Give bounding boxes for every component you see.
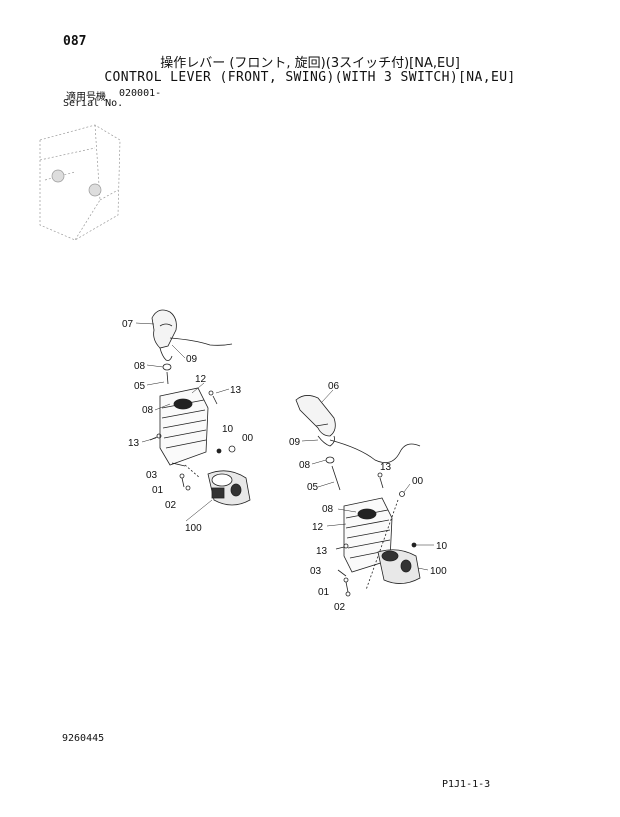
callout-left-12: 12 [195, 374, 207, 385]
callout-leaders [135, 322, 434, 571]
callout-left-05: 05 [134, 381, 146, 392]
callout-left-08a: 08 [134, 361, 146, 372]
callout-right-08b: 08 [322, 504, 334, 515]
callout-left-10: 10 [222, 424, 234, 435]
title-english: CONTROL LEVER (FRONT, SWING)(WITH 3 SWIT… [104, 70, 516, 85]
callout-right-03: 03 [310, 566, 322, 577]
callout-right-09: 09 [289, 437, 301, 448]
cab-location-sketch [39, 124, 121, 241]
callout-right-100: 100 [430, 566, 447, 577]
document-number: 9260445 [62, 733, 105, 744]
callout-labels: 07 09 08 05 12 13 08 10 00 13 03 01 02 1… [122, 319, 448, 613]
callout-right-08a: 08 [299, 460, 311, 471]
callout-right-00: 00 [412, 476, 424, 487]
callout-left-100: 100 [185, 523, 202, 534]
callout-right-05: 05 [307, 482, 319, 493]
callout-left-00: 00 [242, 433, 254, 444]
callout-left-03: 03 [146, 470, 158, 481]
callout-left-13b: 13 [128, 438, 140, 449]
callout-right-13b: 13 [316, 546, 328, 557]
callout-left-08b: 08 [142, 405, 154, 416]
callout-left-07: 07 [122, 319, 134, 330]
callout-right-06: 06 [328, 381, 340, 392]
callout-right-12: 12 [312, 522, 324, 533]
page-code: P1J1-1-3 [442, 779, 491, 790]
callout-left-01: 01 [152, 485, 164, 496]
callout-left-02: 02 [165, 500, 177, 511]
callout-right-01: 01 [318, 587, 330, 598]
callout-right-10: 10 [436, 541, 448, 552]
serial-label-japanese: 適用号機 [66, 92, 106, 103]
callout-left-13a: 13 [230, 385, 242, 396]
serial-label-english: Serial No. [63, 98, 124, 109]
right-lever-assembly [295, 395, 421, 597]
serial-value: 020001- [119, 88, 162, 99]
title-japanese: 操作レバー (フロント, 旋回)(3スイッチ付)[NA,EU] [160, 56, 460, 71]
callout-left-09: 09 [186, 354, 198, 365]
page-number: 087 [63, 34, 87, 49]
callout-right-13a: 13 [380, 462, 392, 473]
callout-right-02: 02 [334, 602, 346, 613]
left-lever-assembly [149, 309, 251, 506]
